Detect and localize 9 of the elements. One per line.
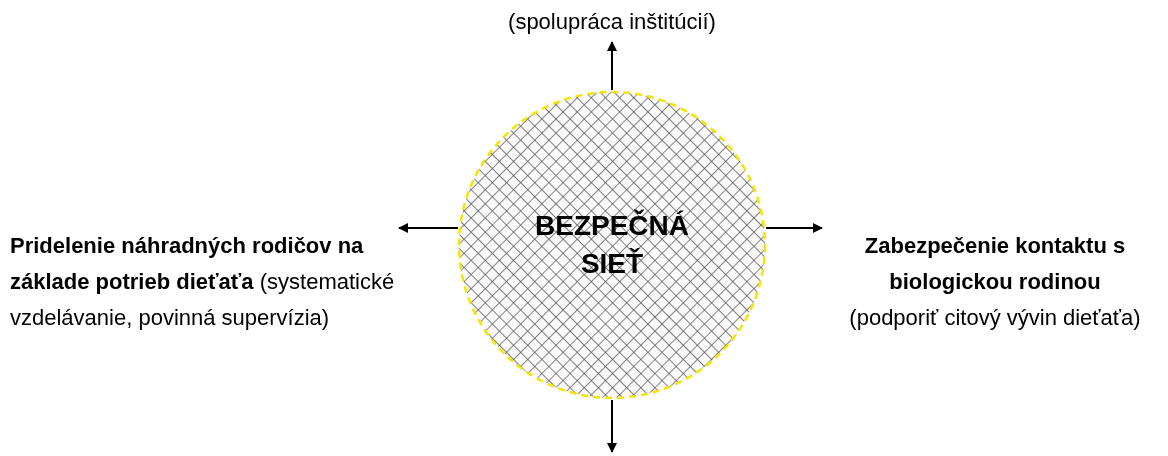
arrow [607,41,617,91]
label-text: Zabezpečenie kontaktu s biologickou rodinou [863,232,1127,296]
arrow [398,223,459,233]
arrow [765,223,823,233]
arrow [607,399,617,453]
label-text: (spolupráca inštitúcií) [507,8,717,36]
circle-label: BEZPEČNÁ SIEŤ [534,208,690,281]
note-text: (podporiť citový vývin dieťaťa) [848,304,1142,332]
label-text: Pridelenie náhradných rodičov na základe potrieb dieťaťa (systematické vzdelávanie, povinná supervízia) [10,232,395,332]
